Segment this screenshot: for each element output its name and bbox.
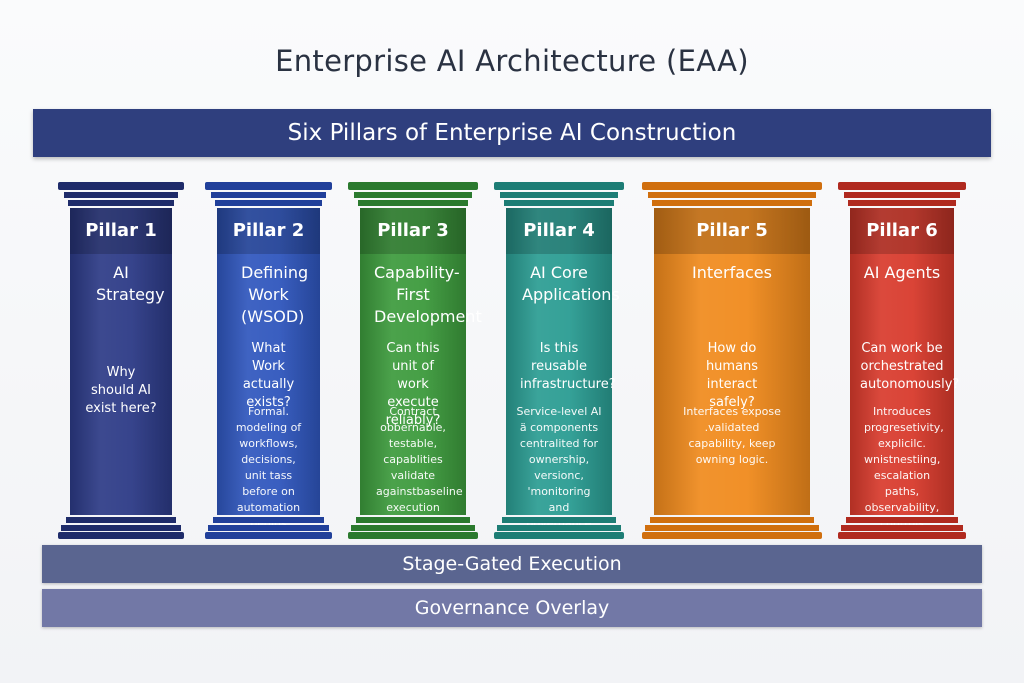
pillar-4-question: Is this reusable infrastructure? (520, 341, 616, 392)
pillar-3-shaft: Pillar 3 Capability-First Development Ca… (360, 208, 482, 515)
pillar-4: Pillar 4 AI Core Applications Is this re… (494, 182, 624, 539)
pillar-2-title: Defining Work (WSOD) (241, 263, 309, 326)
pillar-4-title: AI Core Applications (522, 263, 620, 304)
pillar-1-shaft: Pillar 1 AI Strategy Why should AI exist… (70, 208, 172, 515)
stage-gated-execution-bar: Stage-Gated Execution (42, 545, 982, 583)
pillar-5-title: Interfaces (692, 263, 772, 282)
page-title: Enterprise AI Architecture (EAA) (275, 44, 749, 78)
pillar-6-question: Can work be orchestrated autonomously? (860, 341, 960, 392)
pillar-6-title: AI Agents (863, 263, 941, 282)
pillar-6-label: Pillar 6 (850, 208, 954, 254)
pillar-5-label: Pillar 5 (654, 208, 810, 254)
pillar-5-shaft: Pillar 5 Interfaces How do humans intera… (654, 208, 810, 515)
pillar-2-description: Formal. modeling of workflows, decisions… (235, 405, 302, 530)
pillar-3-question: Can this unit of work execute reliably? (385, 341, 441, 428)
pillar-2-question: What Work actually exists? (242, 341, 295, 410)
pillar-2: Pillar 2 Defining Work (WSOD) What Work … (205, 182, 332, 539)
pillar-5: Pillar 5 Interfaces How do humans intera… (642, 182, 822, 539)
pillar-6-shaft: Pillar 6 AI Agents Can work be orchestra… (850, 208, 960, 530)
pillar-2-label: Pillar 2 (217, 208, 320, 254)
pillar-3: Pillar 3 Capability-First Development Ca… (348, 182, 482, 539)
pillar-5-description: Interfaces expose .validated capability,… (683, 405, 781, 466)
pillar-6-description: Introduces progresetivity, explicilc. wn… (864, 405, 944, 530)
pillar-3-label: Pillar 3 (360, 208, 466, 254)
pillar-6: Pillar 6 AI Agents Can work be orchestra… (838, 182, 966, 539)
pillar-2-shaft: Pillar 2 Defining Work (WSOD) What Work … (217, 208, 320, 530)
pillar-4-shaft: Pillar 4 AI Core Applications Is this re… (506, 208, 620, 530)
pillar-4-description: Service-level AI ä components centralite… (516, 405, 602, 530)
pillars-banner: Six Pillars of Enterprise AI Constructio… (33, 109, 991, 157)
pillar-1: Pillar 1 AI Strategy Why should AI exist… (58, 182, 184, 539)
governance-overlay-bar: Governance Overlay (42, 589, 982, 627)
pillar-3-title: Capability-First Development (374, 263, 482, 326)
pillar-1-label: Pillar 1 (70, 208, 172, 254)
pillar-1-question: Why should AI exist here? (85, 365, 157, 416)
pillar-5-question: How do humans interact safely? (705, 341, 759, 410)
pillar-3-description: Contract obbernable, testable, capabliti… (376, 405, 463, 514)
pillar-1-title: AI Strategy (96, 263, 165, 304)
pillar-4-label: Pillar 4 (506, 208, 612, 254)
